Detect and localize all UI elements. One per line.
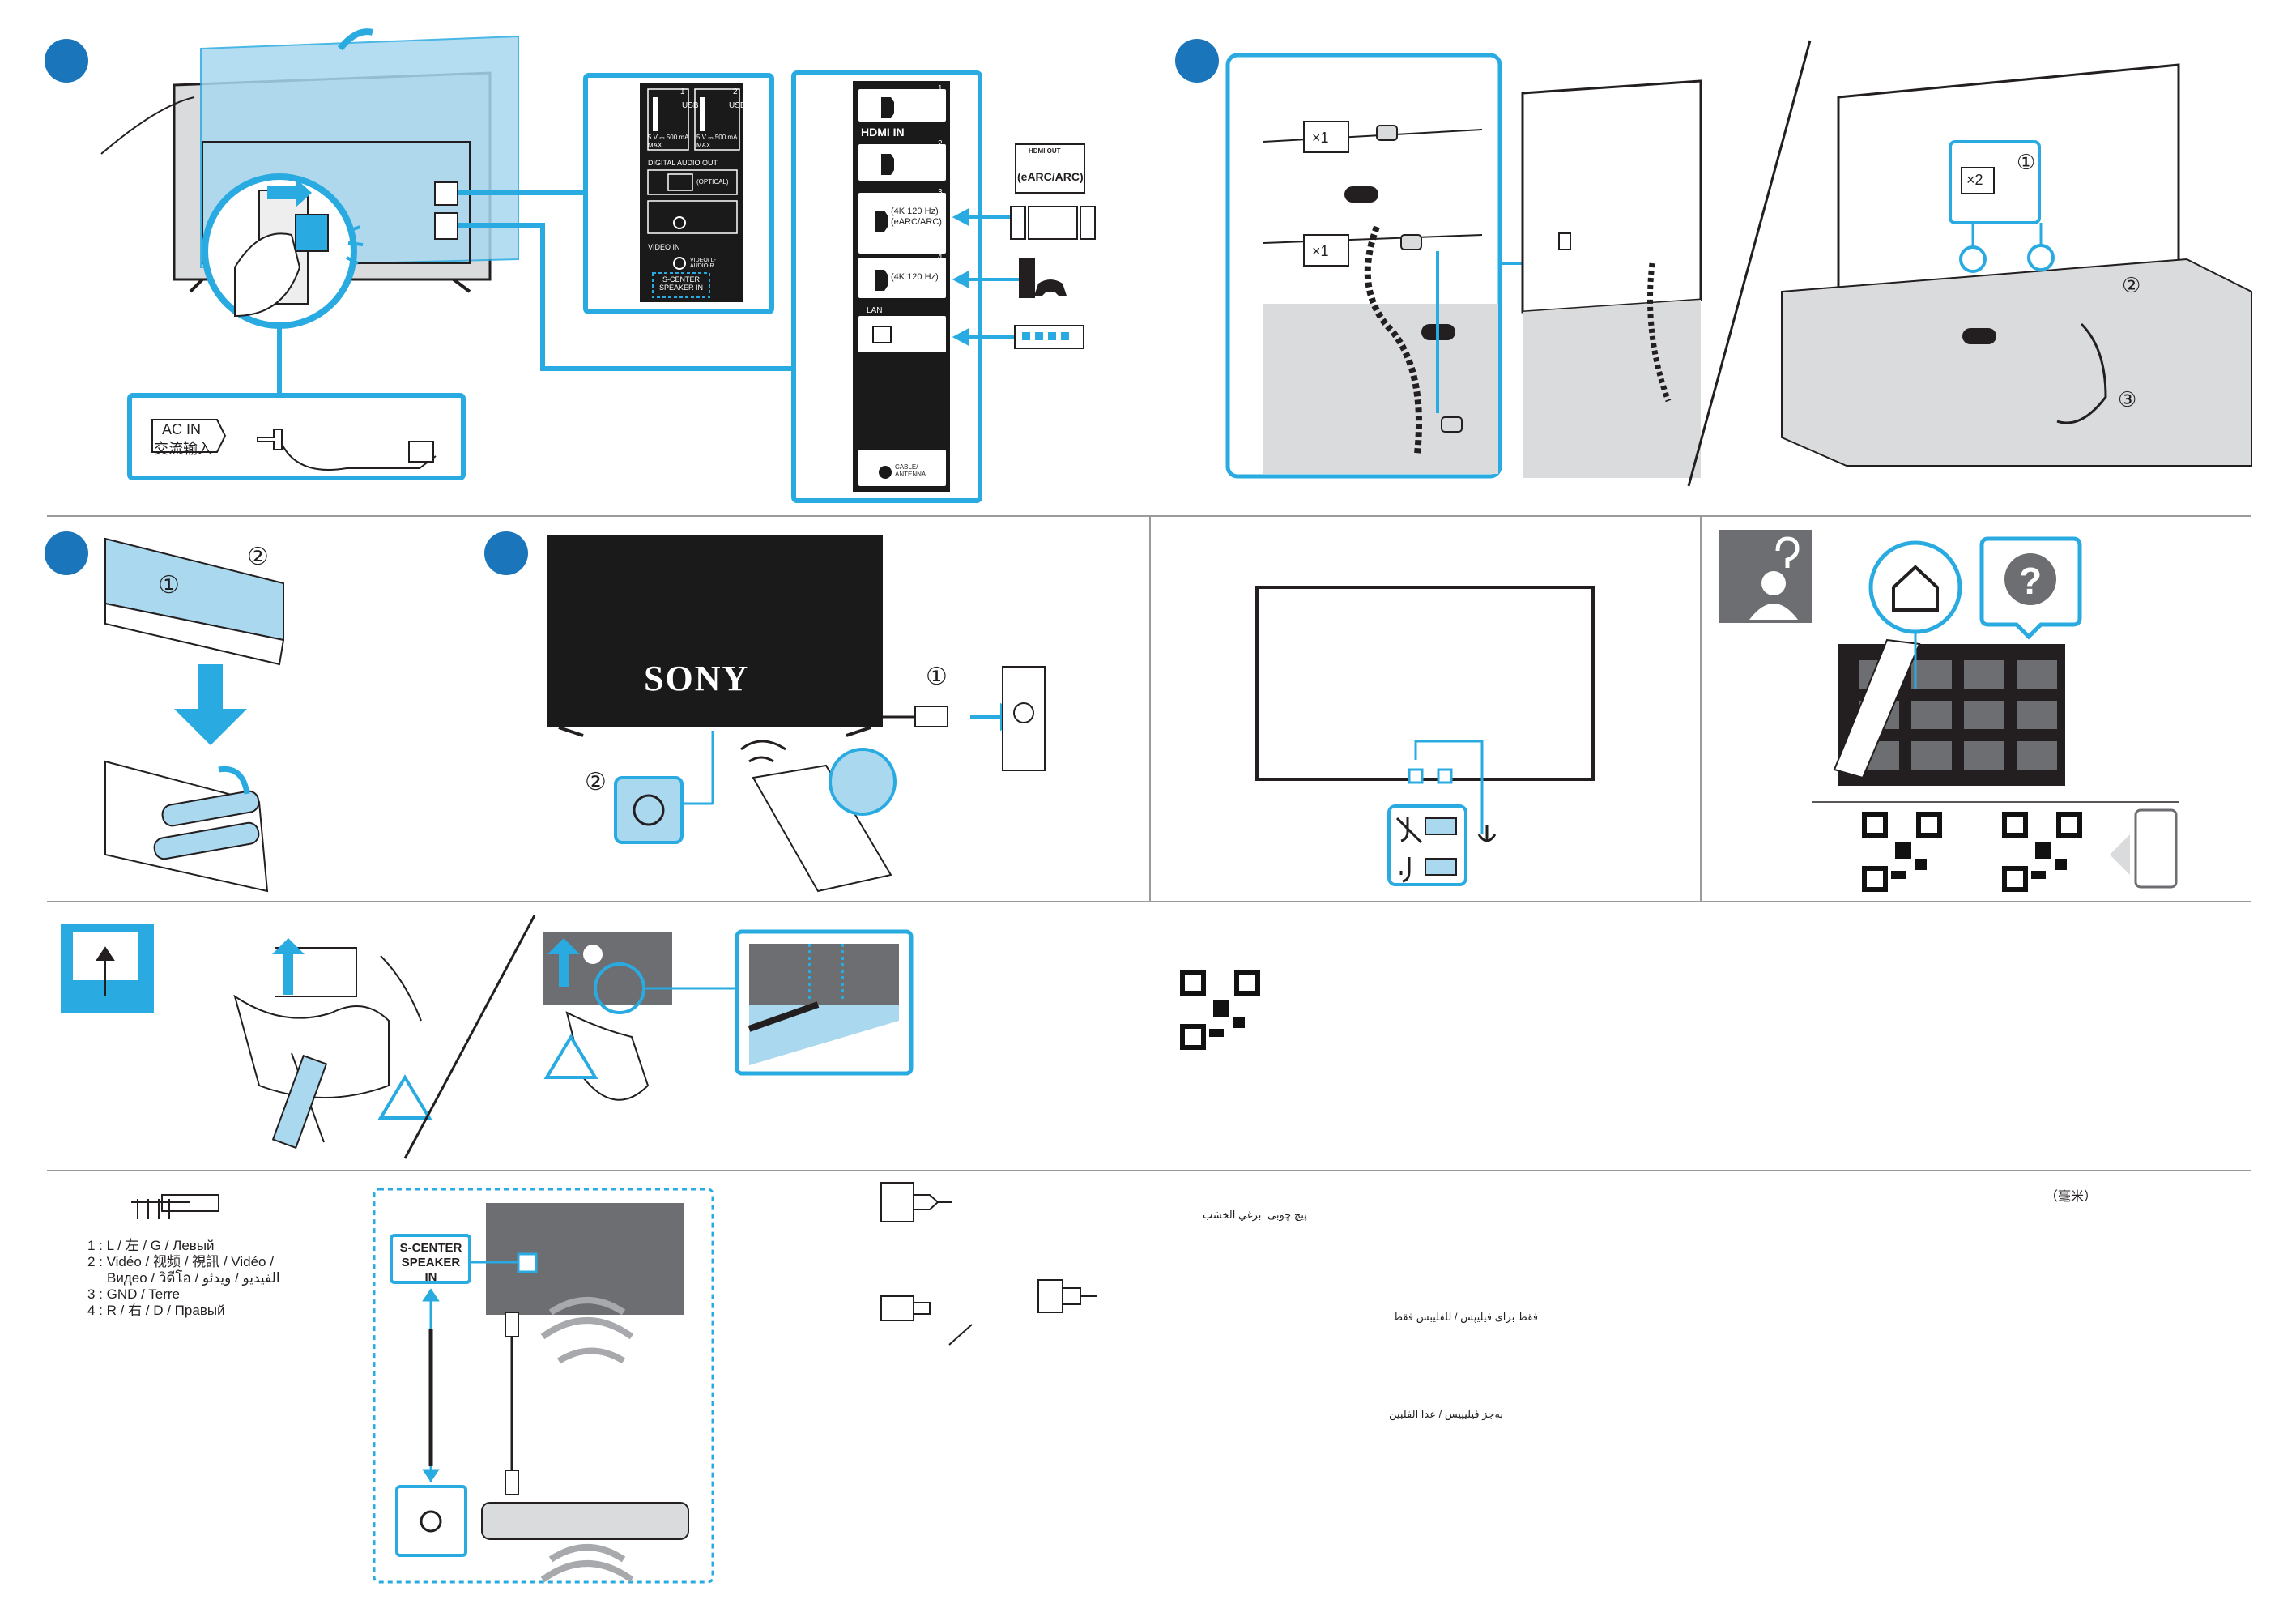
non-phillips-label: بەجز فیلیپیس / عدا الفلبين [1389,1408,1504,1420]
mic-on-icon [1477,825,1497,842]
home-icon [1892,565,1939,612]
mount-step-1: ① [2017,150,2036,174]
hdmi-in-label: HDMI IN [861,126,905,139]
ac-in-label: AC IN [162,421,202,437]
pin-3: 3 : GND / Terre [87,1286,180,1302]
usb-port-2: 2 [733,87,738,96]
qr-code-1 [1862,812,1942,892]
usb-label: USB [682,101,699,110]
battery-step-2: ② [247,544,269,570]
remote-illustration [752,764,892,893]
svg-text:?: ? [2019,560,2042,602]
battery-step-1: ① [158,572,180,599]
s-center-speaker-label: S-CENTER SPEAKER IN [399,1241,462,1284]
brand-logo: SONY [644,659,750,698]
arabic-wood-screw: برغي الخشب [1203,1209,1262,1221]
mini-jack-icon [131,1194,219,1219]
pin-1: 1 : L / 左 / G / Левый [87,1238,215,1253]
game-console-icon [1019,258,1035,298]
screw-count-top: ×1 [1312,130,1329,146]
pin-2-cont: Видео / วิดีโอ / الفيديو / ویدئو [107,1270,280,1286]
tv-screen [547,535,883,727]
usb-power-2: 5 V ⎓ 500 mA MAX [696,134,737,149]
av-receiver-icon [1028,206,1078,240]
home-button-callout [1868,540,1962,634]
hdmi-4-spec: (4K 120 Hz) [891,272,939,282]
mount-step-2: ② [2122,273,2141,297]
arrow-left-icon [2110,834,2130,875]
power-step-1: ① [926,663,948,690]
hdmi-port-3: 3 [938,188,943,197]
optical-label: (OPTICAL) [696,178,729,186]
screw-dimension-icons [880,1182,1097,1346]
hdmi-3-spec: (4K 120 Hz) (eARC/ARC) [891,207,942,227]
caution-hand-icon-2 [543,1034,598,1079]
video-audio-label: VIDEO/ L-AUDIO-R [690,258,716,269]
persian-wood-screw: پیچ چوبی [1267,1209,1307,1221]
smartphone-icon [2134,808,2178,889]
soundbar-icon [481,1502,689,1540]
usb-label-2: USB [729,101,746,110]
question-icon [2004,553,2056,605]
power-step-2: ② [585,769,607,796]
hdmi-out-label-box [1015,143,1085,194]
digital-audio-out-label: DIGITAL AUDIO OUT [648,159,718,167]
mic-icon [1399,857,1411,883]
pin-4: 4 : R / 右 / D / Правый [87,1303,225,1318]
usb-power-1: 5 V ⎓ 500 mA MAX [648,134,688,149]
step-badge-2 [1175,39,1219,83]
ac-in-cn-label: 交流输入 [154,441,212,457]
power-icon [633,794,665,826]
step-badge-1 [45,39,88,83]
mic-off-icon [1395,817,1423,844]
sound-waves-icon [540,1297,634,1364]
down-arrow-icon [174,664,247,745]
hdmi-port-1: 1 [938,84,943,93]
power-plug-callout [202,173,364,329]
pin-2: 2 : Vidéo / 视频 / 視訊 / Vidéo / [87,1254,274,1269]
tv-front-outline [1255,586,1595,781]
qr-code-3 [1180,970,1260,1050]
pin-list: 1 : L / 左 / G / Левый 2 : Vidéo / 视频 / 視… [87,1238,280,1319]
hdmi-port-4: 4 [938,253,943,262]
hdmi-out-label: HDMI OUT [1029,147,1061,155]
step-badge-3 [45,531,88,575]
video-in-label: VIDEO IN [648,243,680,251]
screw-count-bottom: ×1 [1312,243,1329,259]
qr-code-2 [2002,812,2082,892]
hdmi-port-2: 2 [938,139,943,148]
s-center-diagram [373,1188,714,1584]
unit-mm-label: （毫米） [2045,1190,2098,1204]
phillips-only-label: فقط برای فیلیپس / للفليبس فقط [1393,1311,1538,1323]
mount-step-3: ③ [2118,387,2137,412]
remote-battery-illustration [104,537,285,893]
power-button-callout [614,776,684,844]
lan-label: LAN [867,306,883,315]
screw-count-x2: ×2 [1966,172,1983,188]
usb-port-1: 1 [680,87,685,96]
ac-in-box [127,393,466,480]
wall-illustration [1263,304,1498,474]
step-badge-4 [484,531,528,575]
antenna-label: CABLE/ ANTENNA [895,463,926,478]
earc-label: (eARC/ARC) [1017,170,1084,183]
caution-hand-icon [377,1074,432,1120]
s-center-port-label: S-CENTER SPEAKER IN [658,275,704,292]
